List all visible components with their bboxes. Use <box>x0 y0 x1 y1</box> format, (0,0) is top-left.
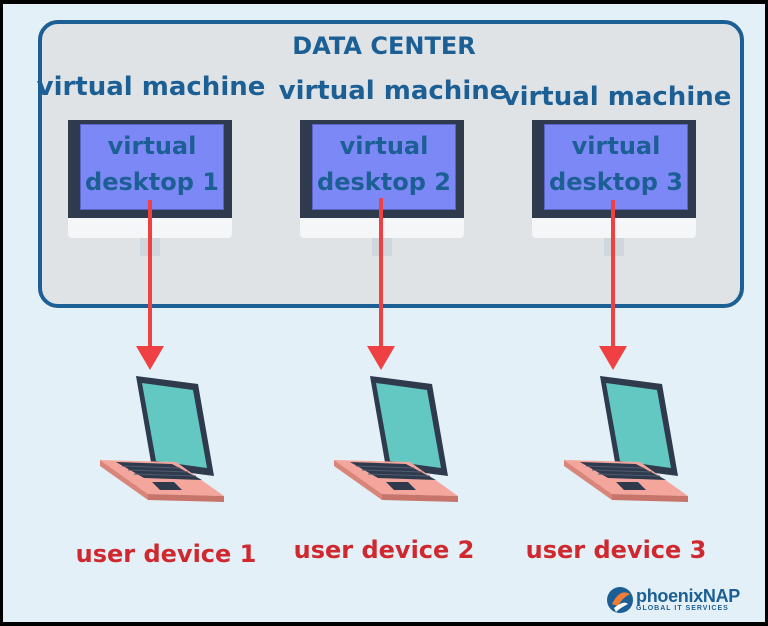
desktop-line-1: virtual <box>339 132 429 160</box>
user-device-label-2: user device 2 <box>293 536 475 564</box>
desktop-line-2: desktop 1 <box>85 168 219 196</box>
desktop-line-1: virtual <box>107 132 197 160</box>
laptop-icon-2 <box>333 375 459 503</box>
arrow-1 <box>136 200 164 370</box>
desktop-line-1: virtual <box>571 132 661 160</box>
phoenixnap-logo-icon <box>607 587 633 613</box>
laptop-icon-1 <box>99 375 225 503</box>
arrow-3 <box>599 200 627 370</box>
logo-name: phoenixNAP <box>636 586 741 606</box>
desktop-line-2: desktop 3 <box>549 168 683 196</box>
user-device-label-1: user device 1 <box>75 540 257 568</box>
vm-label-3: virtual machine <box>502 82 732 112</box>
virtual-desktop-label-3: virtual desktop 3 <box>544 128 688 200</box>
desktop-line-2: desktop 2 <box>317 168 451 196</box>
vm-label-1: virtual machine <box>36 72 266 102</box>
data-center-title: DATA CENTER <box>292 32 476 60</box>
monitor-screen <box>544 124 688 210</box>
virtual-desktop-label-1: virtual desktop 1 <box>80 128 224 200</box>
arrow-2 <box>367 198 395 370</box>
virtual-desktop-label-2: virtual desktop 2 <box>312 128 456 200</box>
vm-label-2: virtual machine <box>278 76 508 106</box>
user-device-label-3: user device 3 <box>525 536 707 564</box>
logo-tagline: GLOBAL IT SERVICES <box>636 605 729 612</box>
monitor-screen <box>312 124 456 210</box>
laptop-icon-3 <box>563 375 689 503</box>
